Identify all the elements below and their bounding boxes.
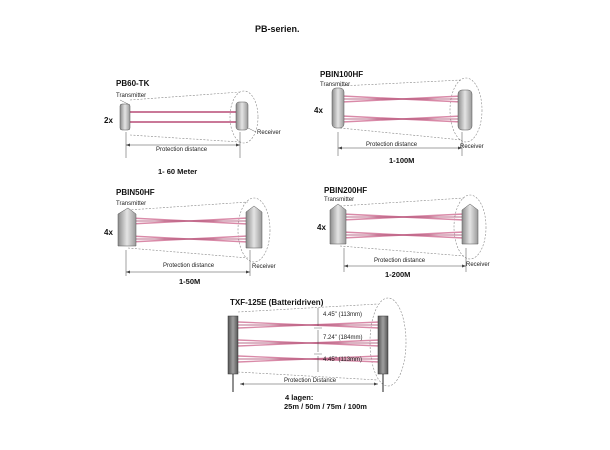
txf125-diagram <box>227 297 407 392</box>
pb60-diagram <box>119 90 259 158</box>
pbin100-range-caption: 1-100M <box>389 156 415 165</box>
pbin50-diagram <box>117 197 271 276</box>
pbin50-multiplier: 4x <box>104 228 113 237</box>
pbin200-model-label: PBIN200HF <box>324 186 368 195</box>
pbin100-transmitter-label: Transmitter <box>320 82 351 88</box>
pb60-transmitter-label: Transmitter <box>116 93 147 99</box>
pbin50-transmitter-label: Transmitter <box>116 201 147 207</box>
pbin100-diagram <box>331 77 483 156</box>
pbin100-receiver-label: Receiver <box>460 144 484 150</box>
txf-dim-top: 4.45" (113mm) <box>323 312 363 318</box>
pbin200-transmitter-label: Transmitter <box>324 197 355 203</box>
pbin100-distance-label: Protection distance <box>366 142 418 148</box>
pbin200-distance-label: Protection distance <box>374 258 426 264</box>
txf-dim-middle: 7.24" (184mm) <box>323 335 363 341</box>
pb60-range-caption: 1- 60 Meter <box>158 167 198 176</box>
pb60-multiplier: 2x <box>104 116 113 125</box>
pb60-receiver-label: Receiver <box>257 130 281 136</box>
pbin50-range-caption: 1-50M <box>179 277 201 286</box>
pbin200-diagram <box>329 194 487 272</box>
txf-distance-label: Protection Distance <box>284 378 337 384</box>
pb60-model-label: PB60-TK <box>116 79 150 88</box>
txf-dim-bottom: 4.45" (113mm) <box>323 357 363 363</box>
pb60-distance-label: Protection distance <box>156 147 208 153</box>
pbin200-receiver-label: Receiver <box>466 262 490 268</box>
pbin200-multiplier: 4x <box>317 223 326 232</box>
txf-caption-line2: 25m / 50m / 75m / 100m <box>284 402 367 411</box>
txf-caption-line1: 4 lagen: <box>285 393 314 402</box>
pbin50-model-label: PBIN50HF <box>116 188 155 197</box>
txf-model-label: TXF-125E (Batteridriven) <box>230 298 324 307</box>
pbin100-multiplier: 4x <box>314 106 323 115</box>
pbin100-model-label: PBIN100HF <box>320 70 364 79</box>
pbin50-distance-label: Protection distance <box>163 263 215 269</box>
pbin200-range-caption: 1-200M <box>385 270 411 279</box>
page-title: PB-serien. <box>255 24 300 34</box>
pbin50-receiver-label: Receiver <box>252 264 276 270</box>
